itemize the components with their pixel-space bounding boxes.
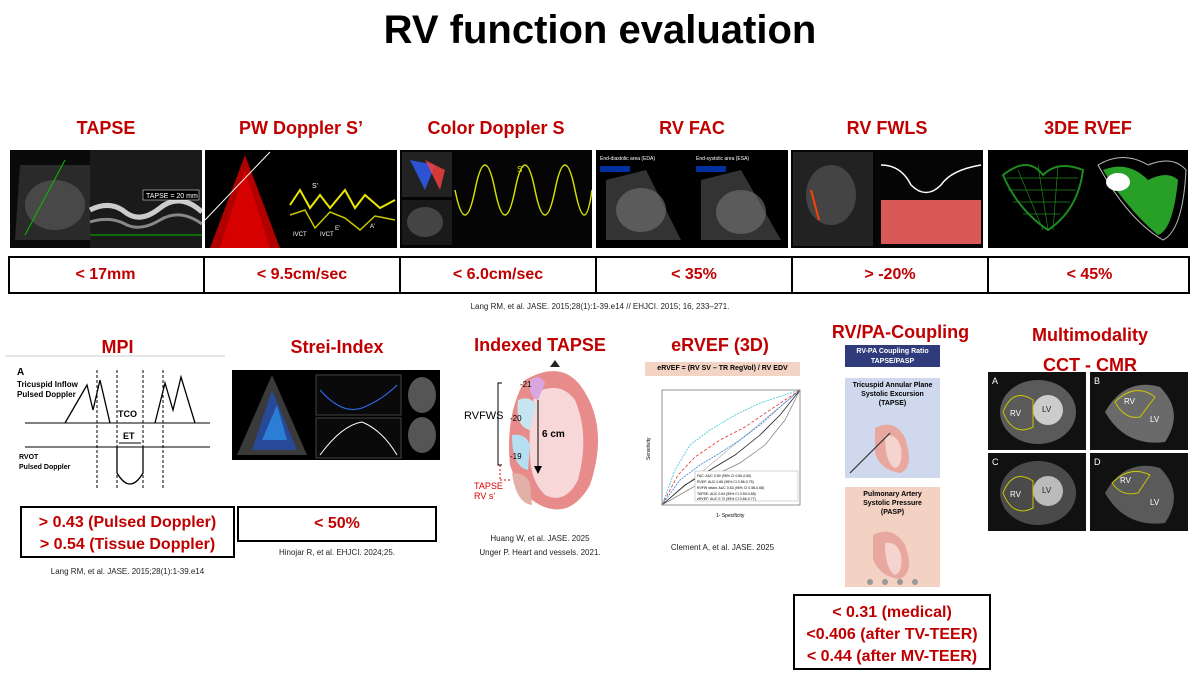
cmr-panel-d: D RV LV <box>1090 453 1188 531</box>
svg-text:RV: RV <box>1120 476 1132 485</box>
tapse-illustration: Tricuspid Annular Plane Systolic Excursi… <box>845 378 940 478</box>
rvef-citation: Clement A, et al. JASE. 2025 <box>670 543 775 552</box>
strei-echo-image <box>232 370 440 460</box>
rv-fwls-heading: RV FWLS <box>846 118 928 138</box>
svg-text:RV: RV <box>1010 490 1022 499</box>
svg-text:End-systolic area (ESA): End-systolic area (ESA) <box>696 156 749 162</box>
svg-text:A': A' <box>370 224 375 230</box>
indexed-tapse-heading: Indexed TAPSE <box>474 335 606 355</box>
color-doppler-value: < 6.0cm/sec <box>401 256 597 294</box>
mpi-value-tissue: > 0.54 (Tissue Doppler) <box>39 536 216 553</box>
tapse-image-label: TAPSE = 20 mm <box>146 193 198 200</box>
svg-text:1- Specificity: 1- Specificity <box>716 513 745 519</box>
svg-text:LV: LV <box>1150 498 1160 507</box>
coupling-value-mv-teer: < 0.44 (after MV-TEER) <box>806 648 978 665</box>
tapse-echo-image: TAPSE = 20 mm <box>10 150 202 248</box>
svg-text:RV: RV <box>1010 409 1022 418</box>
svg-text:-21: -21 <box>520 380 532 389</box>
rv-fac-value: < 35% <box>597 256 793 294</box>
rvef-roc-chart: FAC: AUC 0.50 (95% CI 0.50-0.60) RVEF: A… <box>640 385 805 520</box>
svg-text:-20: -20 <box>510 414 522 423</box>
color-doppler-heading: Color Doppler S <box>427 118 565 138</box>
indexed-tapse-citation-1: Huang W, et al. JASE. 2025 <box>490 534 590 543</box>
top-values-table <box>8 256 1190 294</box>
svg-text:ET: ET <box>123 431 135 441</box>
pw-doppler-value: < 9.5cm/sec <box>205 256 401 294</box>
mpi-citation: Lang RM, et al. JASE. 2015;28(1):1-39.e1… <box>50 567 205 576</box>
coupling-values-box: < 0.31 (medical) <0.406 (after TV-TEER) … <box>793 594 991 670</box>
svg-text:RVFW strain: AUC 0.63 (95% CI: RVFW strain: AUC 0.63 (95% CI 0.58-0.68) <box>697 486 764 490</box>
svg-text:RV: RV <box>1124 397 1136 406</box>
svg-text:LV: LV <box>1150 415 1160 424</box>
svg-text:End-diastolic area (EDA): End-diastolic area (EDA) <box>600 156 655 162</box>
svg-text:RV s': RV s' <box>474 491 495 501</box>
mpi-value-pulsed: > 0.43 (Pulsed Doppler) <box>38 514 217 531</box>
coupling-heading: RV/PA-Coupling <box>831 322 970 342</box>
svg-text:FAC: AUC 0.50 (95% CI 0.50-0.6: FAC: AUC 0.50 (95% CI 0.50-0.60) <box>697 474 751 478</box>
svg-text:Sensitivity: Sensitivity <box>646 437 652 460</box>
3de-rvef-heading: 3DE RVEF <box>1044 118 1132 138</box>
svg-text:Pulsed Doppler: Pulsed Doppler <box>17 390 76 399</box>
svg-text:TAPSE: AUC 0.64 (95% CI 0.59-0: TAPSE: AUC 0.64 (95% CI 0.59-0.68) <box>697 492 756 496</box>
svg-text:Pulsed Doppler: Pulsed Doppler <box>19 464 71 471</box>
svg-text:IVCT: IVCT <box>320 232 334 238</box>
svg-text:TAPSE: TAPSE <box>474 481 503 491</box>
mpi-diagram: A Tricuspid Inflow Pulsed Doppler TCO ET… <box>5 355 225 495</box>
pw-doppler-heading: PW Doppler S’ <box>238 118 363 138</box>
color-doppler-image: S' <box>400 150 592 248</box>
strei-citation: Hinojar R, et al. EHJCI. 2024;25. <box>278 548 396 557</box>
cmr-panel-c: C RV LV <box>988 453 1086 531</box>
rv-fac-heading: RV FAC <box>659 118 725 138</box>
svg-text:LV: LV <box>1042 486 1052 495</box>
multimodality-heading: Multimodality CCT - CMR <box>1032 325 1148 375</box>
mpi-values-box: > 0.43 (Pulsed Doppler) > 0.54 (Tissue D… <box>20 506 235 558</box>
svg-text:LV: LV <box>1042 405 1052 414</box>
svg-text:-19: -19 <box>510 452 522 461</box>
3de-rvef-image <box>988 150 1188 248</box>
svg-text:RVFWS: RVFWS <box>464 410 504 422</box>
rvef-formula: eRVEF = (RV SV – TR RegVol) / RV EDV <box>645 362 800 376</box>
rv-fwls-value: > -20% <box>793 256 989 294</box>
indexed-tapse-citation-2: Unger P. Heart and vessels. 2021. <box>479 548 601 557</box>
svg-text:D: D <box>1094 457 1101 467</box>
tapse-value: < 17mm <box>8 256 205 294</box>
svg-text:B: B <box>1094 376 1100 386</box>
rvef-heading: eRVEF (3D) <box>671 335 769 355</box>
coupling-value-medical: < 0.31 (medical) <box>832 604 952 621</box>
svg-text:A: A <box>992 376 998 386</box>
3de-rvef-value: < 45% <box>1066 266 1113 283</box>
mpi-heading: MPI <box>101 337 134 357</box>
svg-text:IVCT: IVCT <box>293 232 307 238</box>
strei-value: < 50% <box>237 506 437 542</box>
strei-heading: Strei-Index <box>290 337 384 357</box>
indexed-tapse-diagram: RVFWS -21 -20 -19 6 cm TAPSE RV s' <box>460 355 630 530</box>
svg-text:S': S' <box>517 165 524 174</box>
svg-text:Tricuspid Inflow: Tricuspid Inflow <box>17 380 79 389</box>
rv-fwls-image <box>791 150 983 248</box>
svg-text:eRVEF: AUC 0.72 (95% CI 0.66-0: eRVEF: AUC 0.72 (95% CI 0.66-0.77) <box>697 497 756 501</box>
top-citation: Lang RM, et al. JASE. 2015;28(1):1-39.e1… <box>470 302 730 311</box>
svg-text:TCO: TCO <box>118 409 137 419</box>
pw-doppler-image: S' IVCT IVCT E' A' <box>205 150 397 248</box>
cmr-panel-a: A RV LV <box>988 372 1086 450</box>
svg-text:S': S' <box>312 183 318 190</box>
svg-text:6 cm: 6 cm <box>542 429 565 440</box>
svg-text:RVEF: AUC 0.65 (95% CI 0.56-0.: RVEF: AUC 0.65 (95% CI 0.56-0.75) <box>697 480 754 484</box>
cmr-panel-b: B RV LV <box>1090 372 1188 450</box>
svg-text:A: A <box>17 367 24 378</box>
svg-text:E': E' <box>335 226 340 232</box>
coupling-value-tv-teer: <0.406 (after TV-TEER) <box>806 626 978 643</box>
pasp-illustration: Pulmonary Artery Systolic Pressure (PASP… <box>845 487 940 587</box>
coupling-title-panel: RV-PA Coupling Ratio TAPSE/PASP <box>845 345 940 367</box>
svg-text:C: C <box>992 457 999 467</box>
tapse-heading: TAPSE <box>76 118 136 138</box>
svg-text:RVOT: RVOT <box>19 454 39 461</box>
rv-fac-image: End-diastolic area (EDA) End-systolic ar… <box>596 150 788 248</box>
page-title: RV function evaluation <box>383 8 817 52</box>
